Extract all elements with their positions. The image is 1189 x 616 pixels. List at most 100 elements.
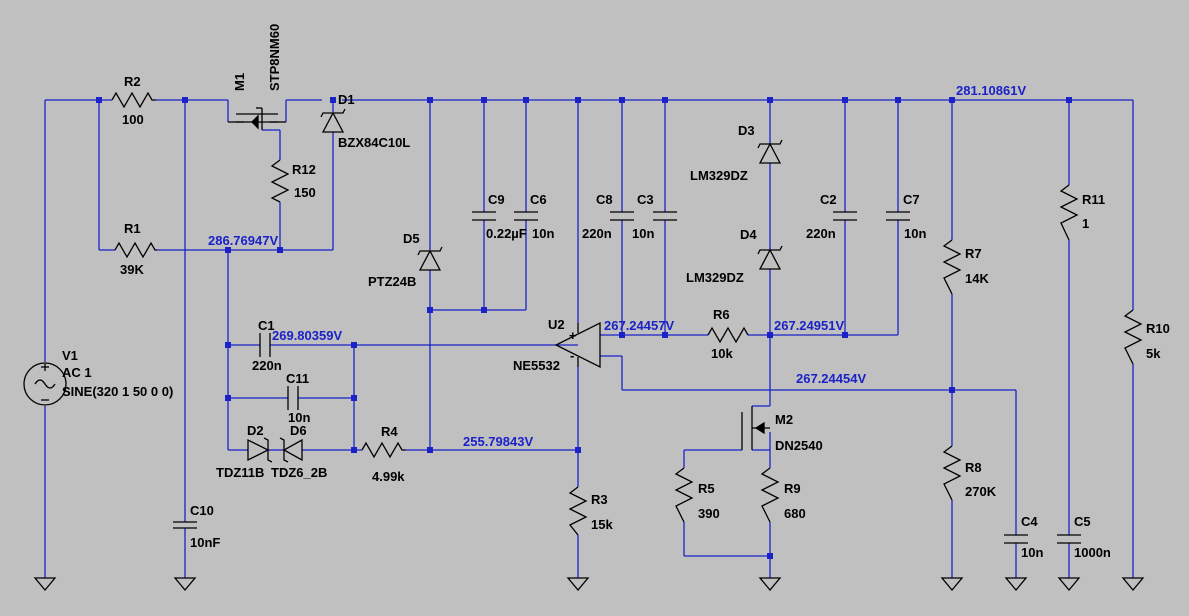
opamp-out-voltage: 267.24457V [604,318,674,333]
c4-value: 10n [1021,545,1043,560]
u2-ref: U2 [548,317,565,332]
r8-resistor-symbol [942,445,962,501]
d3-ref: D3 [738,123,755,138]
r4-ref: R4 [381,424,398,439]
r6-value: 10k [711,346,733,361]
v1-line2: SINE(320 1 50 0 0) [62,384,173,399]
c11-ref: C11 [286,371,309,386]
r5-ref: R5 [698,481,715,496]
junction-dots [96,97,1072,559]
d1-ref: D1 [338,92,355,107]
d3-zener-symbol [757,139,783,164]
c6-value: 10n [532,226,554,241]
rail-voltage: 281.10861V [956,83,1026,98]
c9-value: 0.22µF [486,226,527,241]
vertical-capacitor-symbols [173,211,1081,544]
r9-resistor-symbol [760,467,780,523]
c10-ref: C10 [190,503,214,518]
c11-value: 10n [288,410,310,425]
plus-node-voltage: 267.24454V [796,371,866,386]
r6-ref: R6 [713,307,730,322]
ground-symbols [33,577,1145,592]
c8-value: 220n [582,226,612,241]
m1-value: STP8NM60 [267,24,282,91]
r4-node-voltage: 255.79843V [463,434,533,449]
c9-ref: C9 [488,192,505,207]
c3-value: 10n [632,226,654,241]
r5-value: 390 [698,506,720,521]
u2-value: NE5532 [513,358,560,373]
d2-zener-symbol [247,437,273,463]
r10-ref: R10 [1146,321,1170,336]
d3-value: LM329DZ [690,168,748,183]
m1-ref: M1 [232,73,247,91]
m2-ref: M2 [775,412,793,427]
c5-value: 1000n [1074,545,1111,560]
u2-opamp-symbol [554,321,601,369]
r4-value: 4.99k [372,469,405,484]
d1-zener-symbol [320,108,346,133]
d2-ref: D2 [247,423,264,438]
component-labels: V1 AC 1 SINE(320 1 50 0 0) R2 100 R1 39K… [62,24,1170,560]
node-voltage-labels: 281.10861V 286.76947V 269.80359V 267.244… [208,83,1026,449]
c8-ref: C8 [596,192,613,207]
r7-ref: R7 [965,246,982,261]
r9-ref: R9 [784,481,801,496]
v1-source-symbol [23,362,67,406]
r1-resistor-symbol [114,241,157,259]
r2-ref: R2 [124,74,141,89]
c4-ref: C4 [1021,514,1038,529]
d4-ref: D4 [740,227,757,242]
d6-value: TDZ6_2B [271,465,327,480]
d4-zener-symbol [757,245,783,270]
r12-ref: R12 [292,162,316,177]
r11-ref: R11 [1082,192,1105,207]
horizontal-capacitor-symbols [259,333,299,410]
gate-node-voltage: 286.76947V [208,233,278,248]
c3-ref: C3 [637,192,654,207]
c10-value: 10nF [190,535,220,550]
d6-ref: D6 [290,423,307,438]
r3-resistor-symbol [568,486,588,536]
c1-value: 220n [252,358,282,373]
r2-value: 100 [122,112,144,127]
d5-ref: D5 [403,231,420,246]
r1-ref: R1 [124,221,141,236]
m2-mosfet-symbol [741,406,770,450]
r5-resistor-symbol [674,467,694,523]
c1-node-voltage: 269.80359V [272,328,342,343]
r2-resistor-symbol [111,91,156,109]
r1-value: 39K [120,262,144,277]
r10-resistor-symbol [1123,309,1143,365]
r9-value: 680 [784,506,806,521]
v1-ref: V1 [62,348,78,363]
u2-plus: + [569,328,577,343]
r10-value: 5k [1146,346,1161,361]
r11-resistor-symbol [1059,184,1079,241]
d4-value: LM329DZ [686,270,744,285]
r8-ref: R8 [965,460,982,475]
c2-ref: C2 [820,192,837,207]
r3-ref: R3 [591,492,608,507]
wires [44,99,1134,578]
c7-value: 10n [904,226,926,241]
r11-value: 1 [1082,216,1089,231]
c5-ref: C5 [1074,514,1091,529]
r6-resistor-symbol [707,326,749,344]
d5-value: PTZ24B [368,274,416,289]
ref-node-voltage: 267.24951V [774,318,844,333]
r3-value: 15k [591,517,613,532]
c6-ref: C6 [530,192,547,207]
u2-minus: - [570,348,574,363]
r12-resistor-symbol [270,159,290,203]
d6-zener-symbol [279,437,303,463]
d5-zener-symbol [417,246,443,271]
v1-line1: AC 1 [62,365,92,380]
m1-mosfet-symbol [228,107,286,130]
r8-value: 270K [965,484,997,499]
d1-value: BZX84C10L [338,135,410,150]
c1-ref: C1 [258,318,275,333]
c2-value: 220n [806,226,836,241]
r12-value: 150 [294,185,316,200]
